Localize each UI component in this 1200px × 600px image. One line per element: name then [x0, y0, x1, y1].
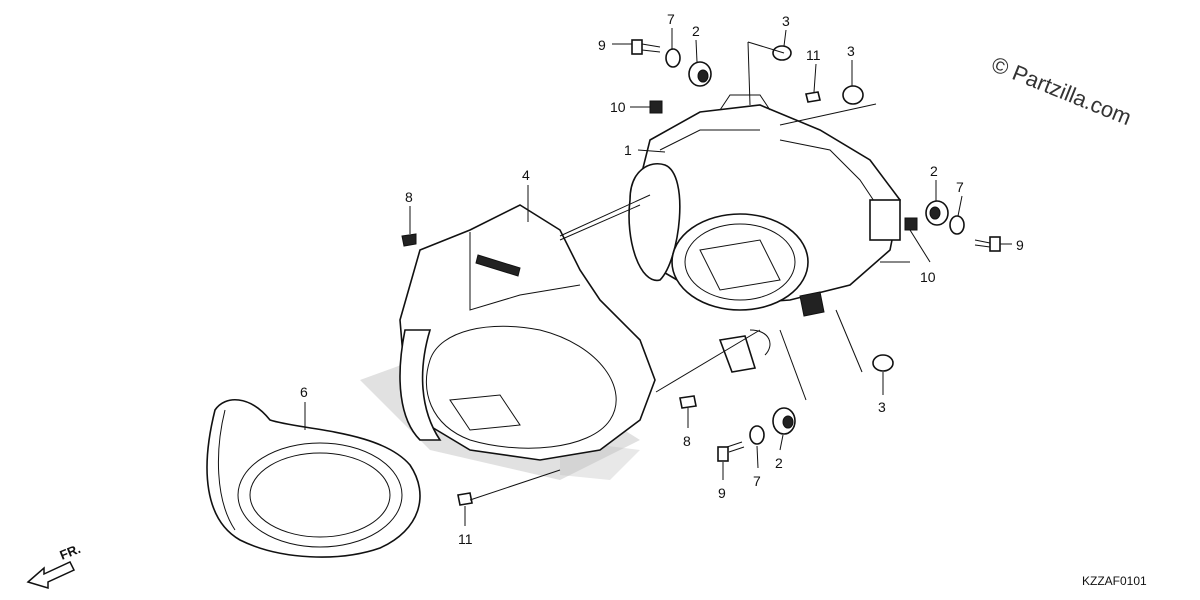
callout-10-right: 10 [920, 269, 936, 285]
headlight-assembly [628, 94, 901, 373]
callout-2-bottom: 2 [775, 455, 783, 471]
watermark-text: © Partzilla.com [988, 51, 1135, 130]
grommet-2-top [688, 61, 712, 87]
washer-7-right [949, 215, 965, 235]
headlight-case [399, 204, 656, 461]
callout-2-right: 2 [930, 163, 938, 179]
clip-3-bottom [872, 354, 894, 372]
callout-2-top: 2 [692, 23, 700, 39]
callout-11-bottom: 11 [458, 531, 473, 547]
callout-9-top: 9 [598, 37, 606, 53]
callout-8-bottom: 8 [683, 433, 691, 449]
callout-11-top: 11 [806, 47, 821, 63]
callout-labels: 9 7 2 3 11 3 10 1 4 8 2 7 9 10 3 8 2 7 9… [300, 11, 1024, 547]
washer-7-top [665, 48, 681, 68]
callout-1: 1 [624, 142, 632, 158]
leader-lines [304, 28, 1012, 526]
grommet-2-bottom [772, 407, 796, 435]
bolt-9-top [631, 39, 661, 55]
diagram-code: KZZAF0101 [1082, 574, 1147, 588]
bolt-9-bottom [717, 441, 745, 462]
callout-4: 4 [522, 167, 530, 183]
callout-7-bottom: 7 [753, 473, 761, 489]
callout-10-top: 10 [610, 99, 626, 115]
screw-8-bottom [679, 395, 697, 409]
front-direction-indicator: FR. [26, 541, 83, 590]
screw-11-bottom [457, 492, 473, 506]
grommet-2-right [925, 200, 949, 226]
callout-3-bottom: 3 [878, 399, 886, 415]
front-arrow-icon [26, 561, 76, 590]
clip-3-right [842, 85, 864, 105]
callout-7-right: 7 [956, 179, 964, 195]
callout-3-top: 3 [782, 13, 790, 29]
front-label: FR. [58, 541, 83, 563]
clip-10-top [649, 100, 663, 114]
screw-11-top [805, 91, 821, 103]
clip-3-top [772, 45, 792, 61]
callout-3-right: 3 [847, 43, 855, 59]
callout-9-right: 9 [1016, 237, 1024, 253]
bolt-9-right [974, 236, 1001, 252]
callout-8-left: 8 [405, 189, 413, 205]
callout-9-bottom: 9 [718, 485, 726, 501]
headlight-rim [206, 398, 421, 558]
clip-10-right [904, 217, 918, 231]
screw-8-left [401, 233, 417, 247]
callout-7-top: 7 [667, 11, 675, 27]
callout-6: 6 [300, 384, 308, 400]
washer-7-bottom [749, 425, 765, 445]
